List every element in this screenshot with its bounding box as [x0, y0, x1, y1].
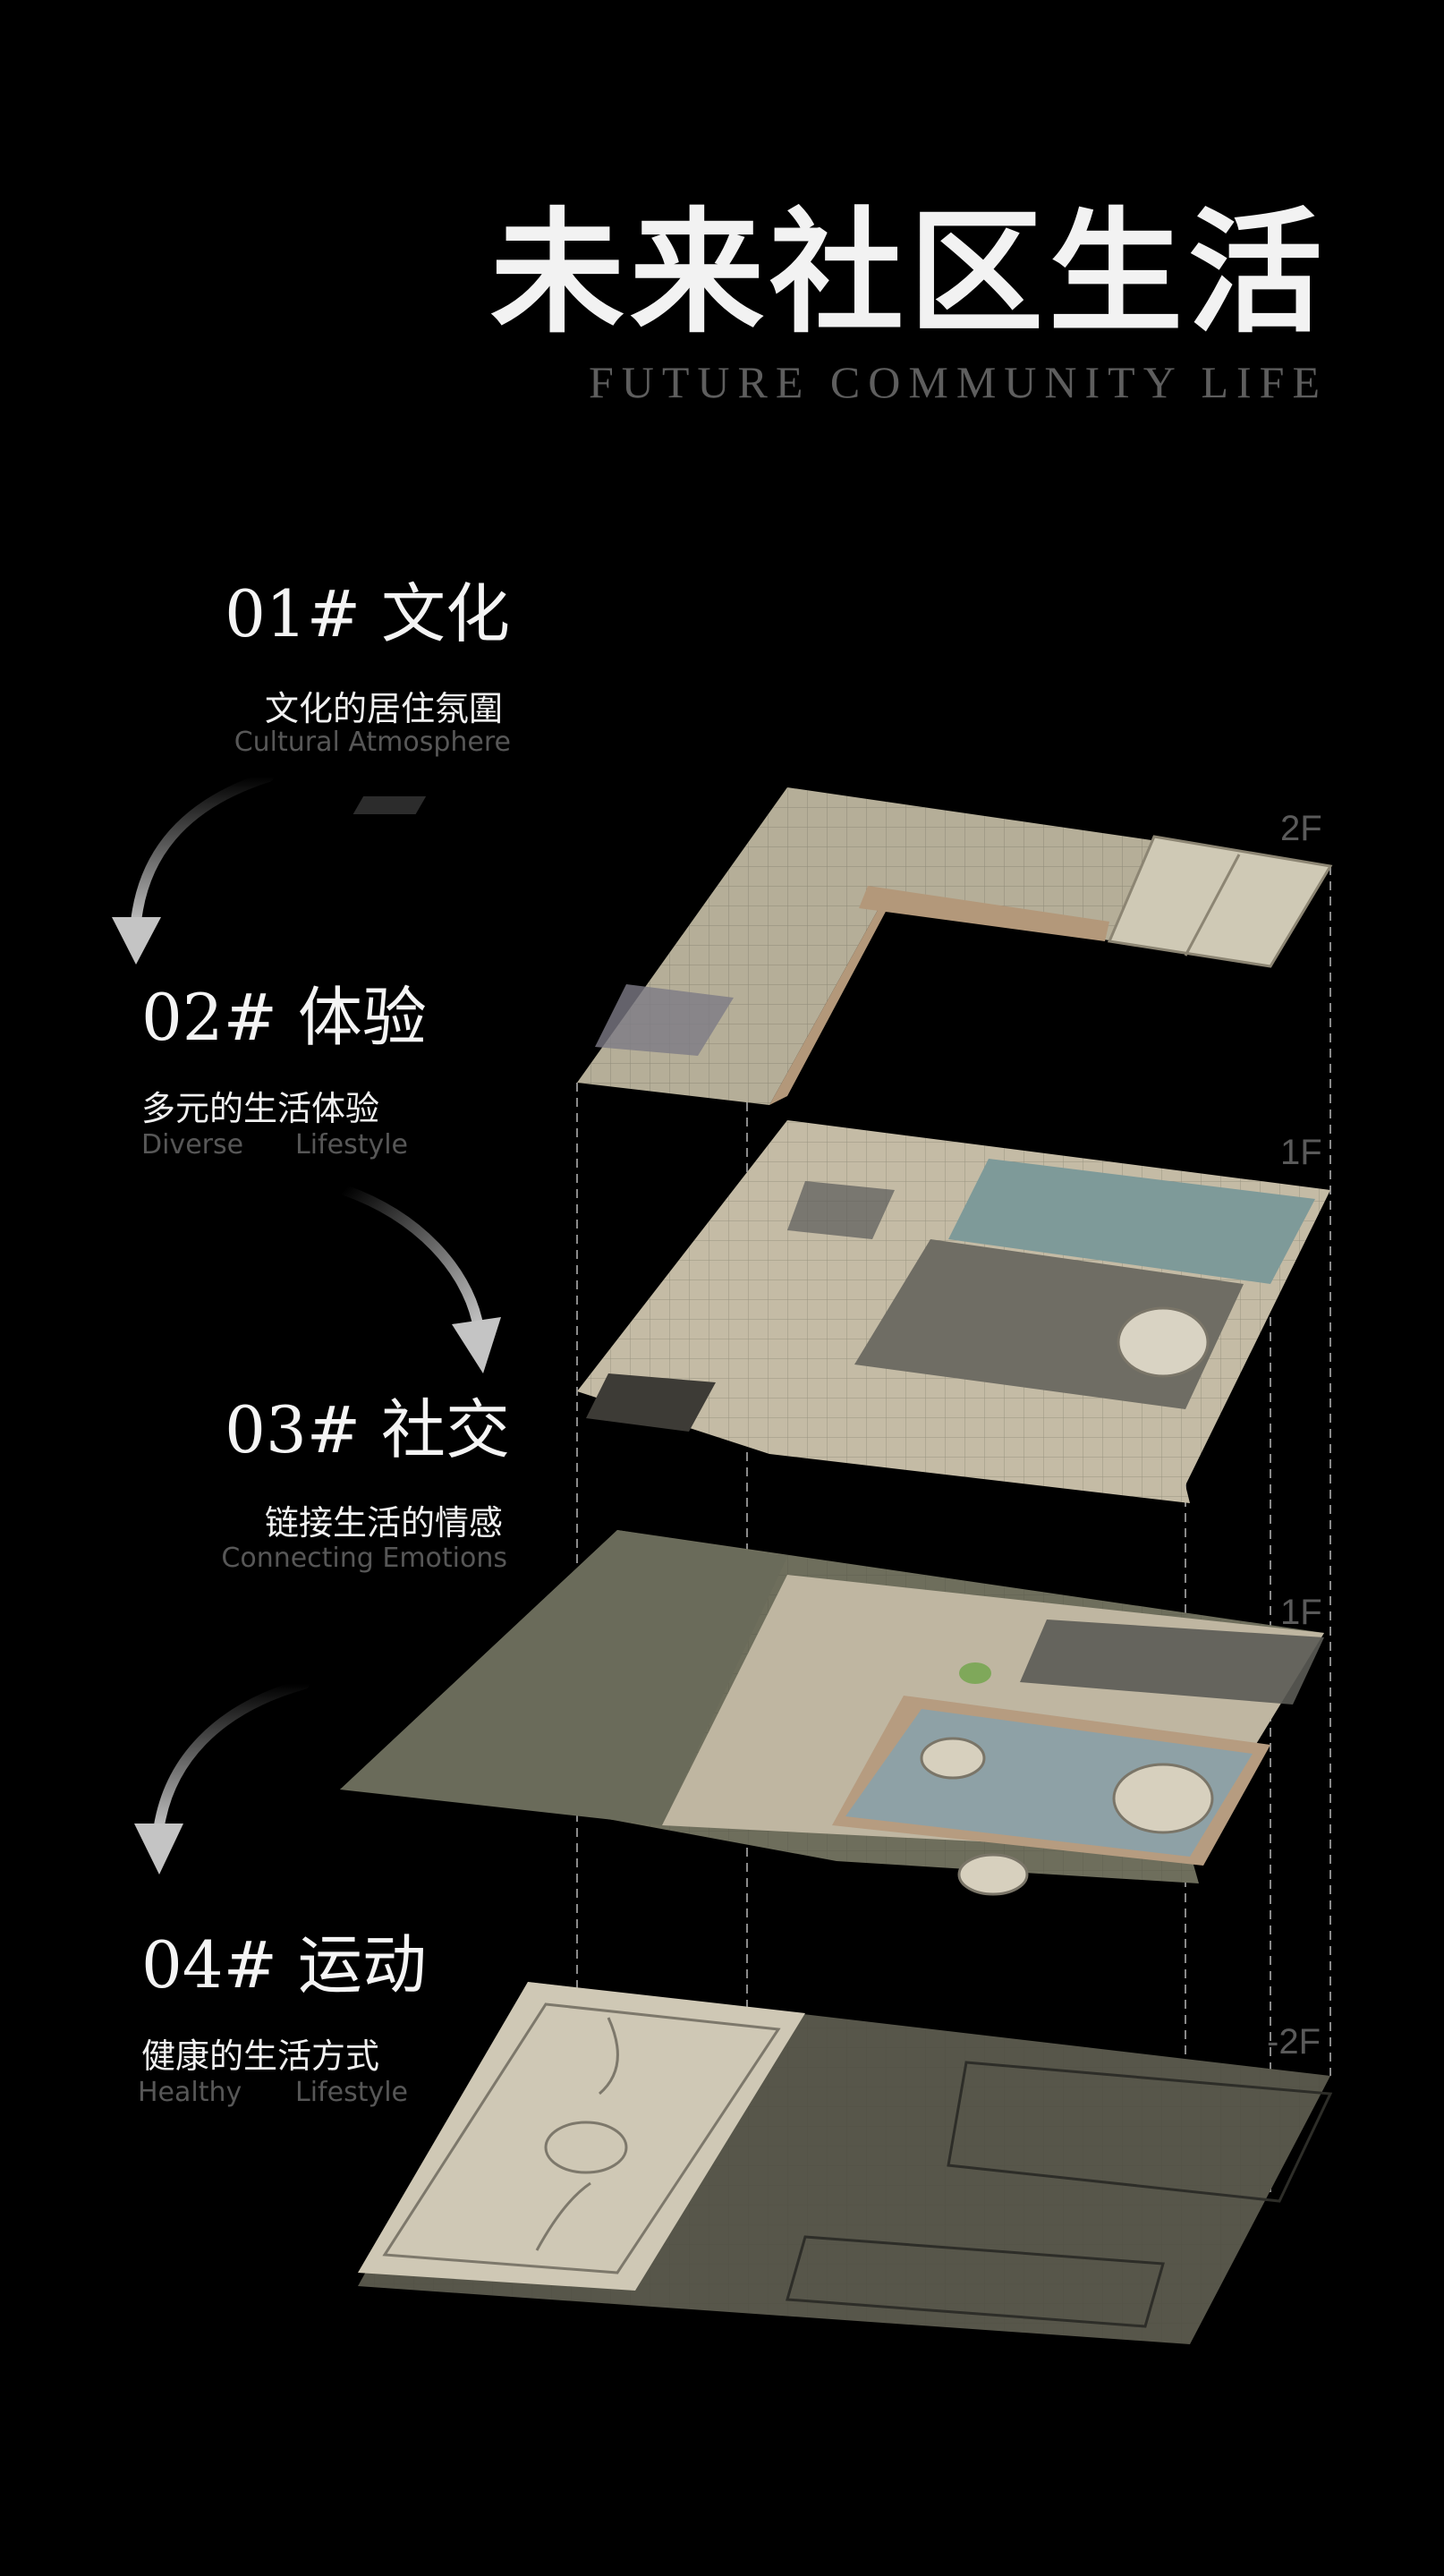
page-subtitle: FUTURE COMMUNITY LIFE	[588, 357, 1328, 407]
arrow-head-icon	[112, 917, 161, 965]
flow-arrow-3	[134, 1679, 310, 1875]
section-01-heading: 01# 文化	[225, 576, 510, 651]
pool-shape	[948, 1159, 1315, 1284]
floor-plan-1f-pool	[577, 1120, 1330, 1503]
flow-arrow-2	[339, 1185, 501, 1373]
basketball-court	[358, 1982, 805, 2291]
flow-arrow-1	[112, 771, 274, 965]
section-02-subtitle-en-b: Lifestyle	[295, 1129, 409, 1160]
floor-plan-1f-lawn	[340, 1530, 1324, 1896]
arrow-head-icon	[134, 1824, 183, 1875]
floor-label-1f-upper: 1F	[1280, 1133, 1322, 1172]
section-01-subtitle-en: Cultural Atmosphere	[234, 727, 511, 758]
section-03-heading: 03# 社交	[225, 1392, 510, 1467]
floor-label-1f-lower: 1F	[1280, 1593, 1322, 1632]
section-03-subtitle-cn: 链接生活的情感	[264, 1503, 503, 1543]
floor-plan-b2f-court	[358, 1982, 1333, 2344]
section-04-subtitle-en-a: Healthy	[138, 2077, 242, 2108]
page-title: 未来社区生活	[489, 194, 1328, 352]
floor-label-b2f: -2F	[1267, 2022, 1321, 2062]
section-02-heading: 02# 体验	[141, 980, 427, 1055]
section-02-subtitle-en-a: Diverse	[141, 1129, 244, 1160]
section-04-subtitle-en-b: Lifestyle	[295, 2077, 409, 2108]
arrow-head-icon	[452, 1317, 501, 1373]
floor-plan-2f	[353, 787, 1333, 1105]
section-02-subtitle-cn: 多元的生活体验	[141, 1089, 380, 1128]
floor-label-2f: 2F	[1280, 809, 1322, 848]
section-04-heading: 04# 运动	[141, 1927, 427, 2002]
section-01-subtitle-cn: 文化的居住氛圍	[264, 689, 503, 728]
section-04-subtitle-cn: 健康的生活方式	[141, 2036, 380, 2076]
section-03-subtitle-en: Connecting Emotions	[221, 1543, 507, 1574]
